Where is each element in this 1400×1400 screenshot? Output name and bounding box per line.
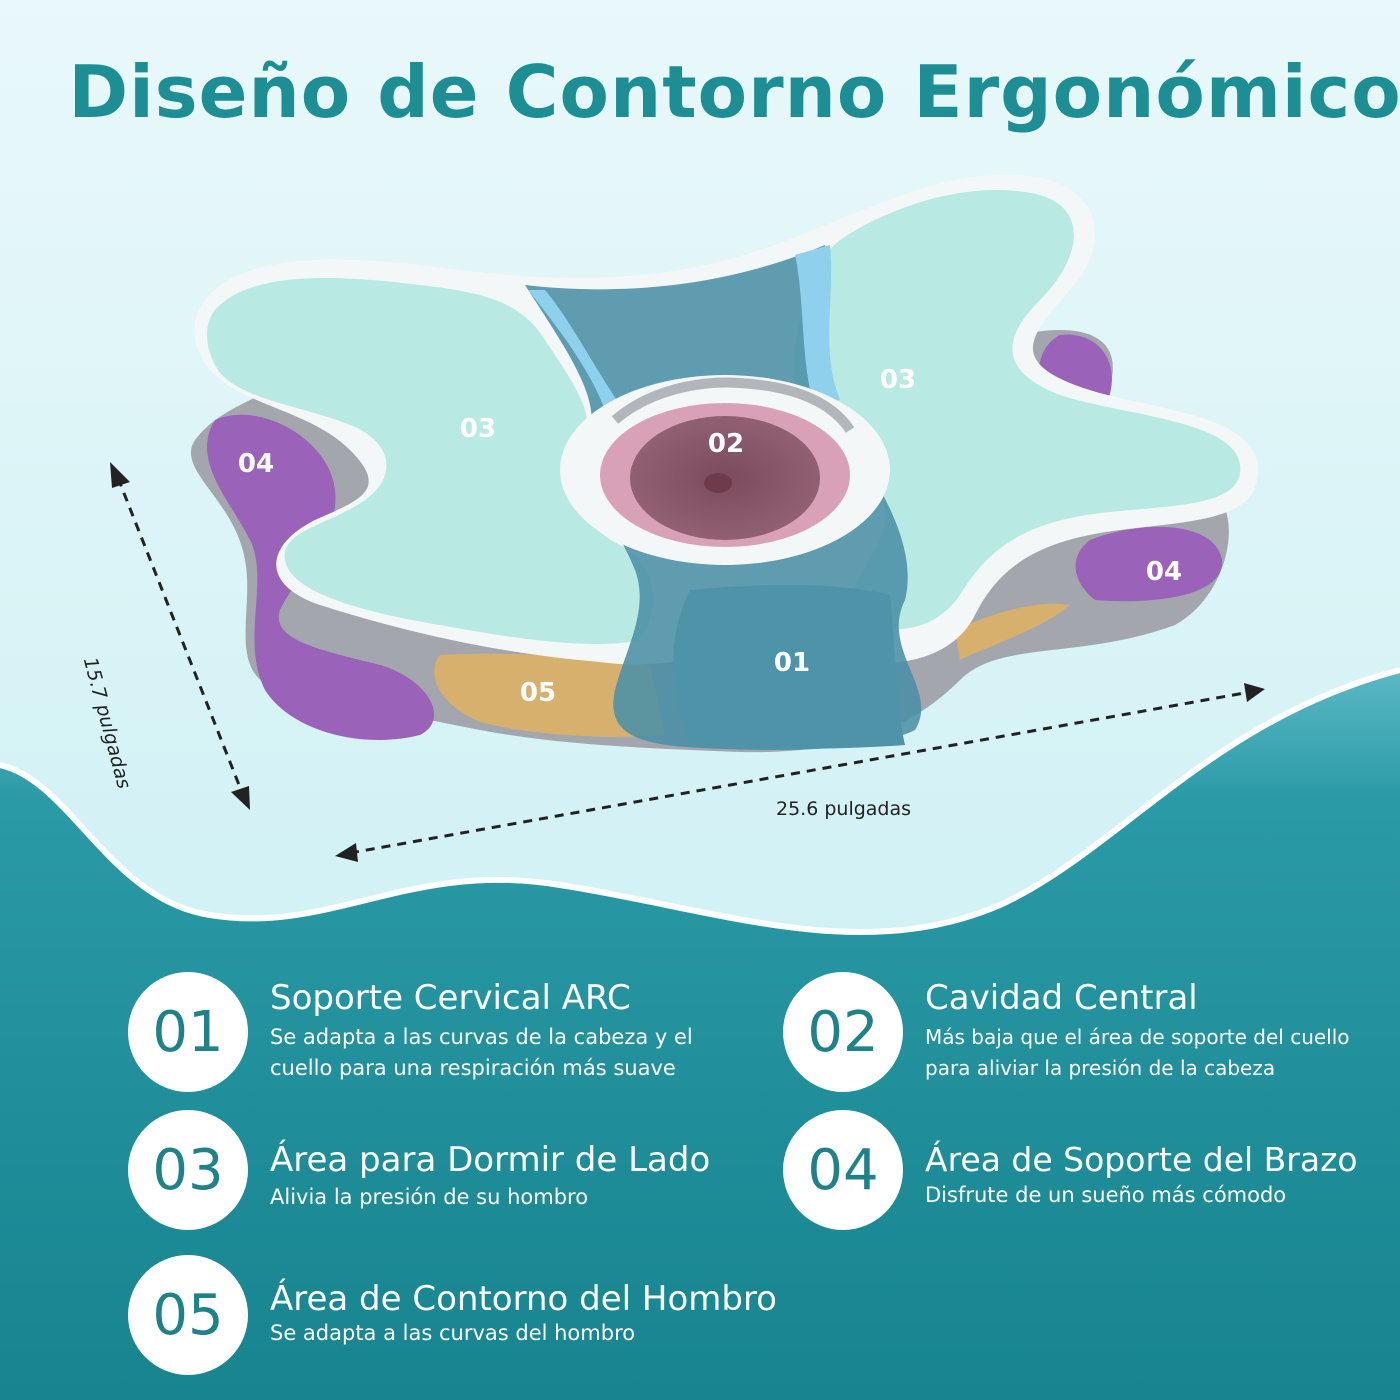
- feature-description: Disfrute de un sueño más cómodo: [925, 1180, 1286, 1211]
- side-sleep-zone-right: [794, 190, 1241, 630]
- pillow-illustration: [190, 174, 1259, 753]
- feature-description: Se adapta a las curvas de la cabeza y el…: [270, 1022, 693, 1084]
- zone-label-04-right: 04: [1145, 557, 1183, 587]
- zone-label-03-left: 03: [459, 414, 497, 444]
- zone-label-03-right: 03: [879, 365, 917, 395]
- number-badge: 02: [783, 972, 903, 1092]
- arm-zone-left: [207, 414, 435, 740]
- description-line: Se adapta a las curvas de la cabeza y el: [270, 1025, 693, 1049]
- description-line: cuello para una respiración más suave: [270, 1056, 676, 1080]
- side-sleep-zone-left: [207, 277, 654, 645]
- width-dimension-arrow: [335, 683, 1265, 862]
- zone-label-02: 02: [707, 429, 745, 459]
- zone-label-01: 01: [773, 648, 811, 678]
- description-line: para aliviar la presión de la cabeza: [925, 1056, 1276, 1080]
- feature-description: Alivia la presión de su hombro: [270, 1182, 588, 1213]
- number-badge: 04: [783, 1110, 903, 1230]
- feature-title: Área de Soporte del Brazo: [925, 1140, 1358, 1179]
- teal-wave-section: [0, 670, 1400, 1400]
- number-badge: 01: [128, 972, 248, 1092]
- feature-description: Más baja que el área de soporte del cuel…: [925, 1022, 1350, 1084]
- feature-title: Área de Contorno del Hombro: [270, 1279, 777, 1319]
- feature-title: Soporte Cervical ARC: [270, 978, 631, 1018]
- height-dimension-arrow: [110, 462, 250, 810]
- number-badge: 03: [128, 1110, 248, 1230]
- feature-title: Área para Dormir de Lado: [270, 1140, 711, 1180]
- zone-label-05: 05: [519, 678, 557, 708]
- width-dimension-label: 25.6 pulgadas: [776, 798, 912, 820]
- description-line: Se adapta a las curvas del hombro: [270, 1321, 636, 1345]
- number-badge: 05: [128, 1255, 248, 1375]
- zone-label-04-left: 04: [237, 449, 275, 479]
- shoulder-zone-left: [434, 653, 665, 737]
- description-line: Más baja que el área de soporte del cuel…: [925, 1025, 1350, 1049]
- cervical-support-pad: [673, 585, 905, 749]
- description-line: Disfrute de un sueño más cómodo: [925, 1183, 1287, 1207]
- description-line: Alivia la presión de su hombro: [270, 1185, 589, 1209]
- shoulder-zone-right: [955, 603, 1070, 660]
- feature-description: Se adapta a las curvas del hombro: [270, 1318, 635, 1349]
- page-title: Diseño de Contorno Ergonómico: [68, 50, 1400, 134]
- feature-title: Cavidad Central: [925, 978, 1198, 1018]
